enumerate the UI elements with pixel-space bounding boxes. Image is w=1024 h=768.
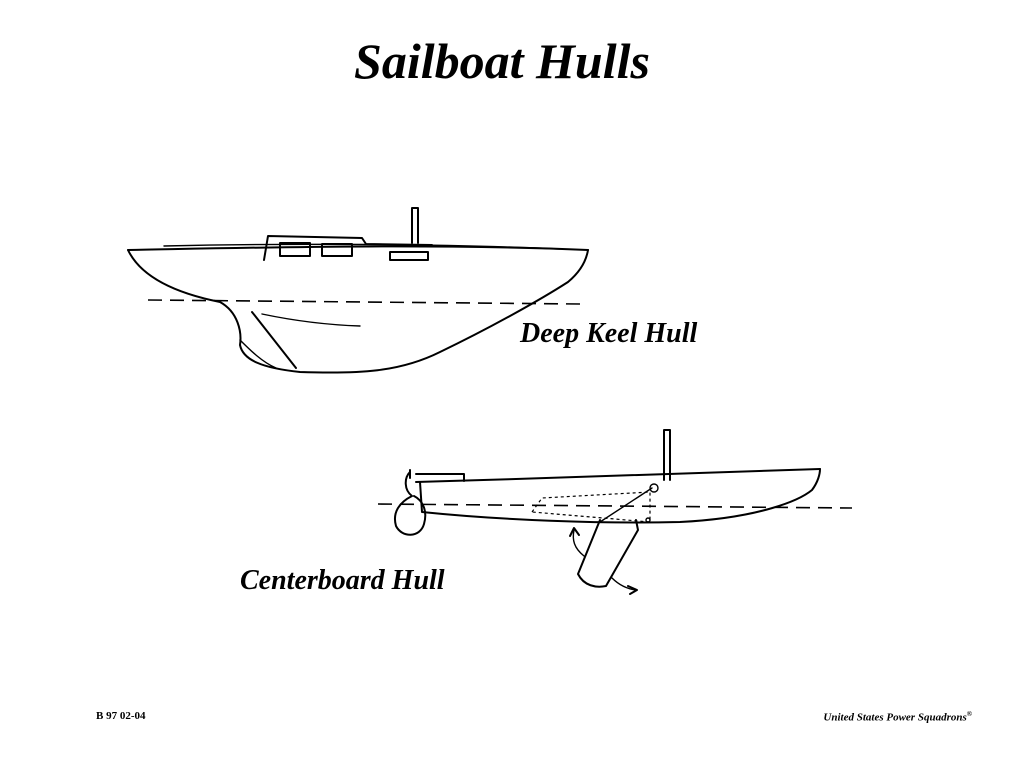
deep-keel-hull-drawing xyxy=(127,207,589,374)
raise-arrow xyxy=(572,529,585,557)
slide-title: Sailboat Hulls xyxy=(354,33,650,89)
deep-keel-rudder-edge xyxy=(251,311,297,369)
footer-code: B 97 02-04 xyxy=(96,710,146,722)
centerboard-arm xyxy=(599,487,653,523)
deep-keel-waterline xyxy=(147,299,581,305)
centerboard-rudder xyxy=(394,471,427,536)
deep-keel-rudder-curve xyxy=(239,339,277,369)
deep-keel-hull-outline xyxy=(127,249,589,374)
centerboard-deck xyxy=(415,468,821,483)
lower-arrowhead xyxy=(627,585,638,595)
deep-keel-mast xyxy=(411,207,419,244)
centerboard-trunk xyxy=(530,491,651,523)
deep-keel-boot-stripe xyxy=(261,313,361,327)
centerboard-label: Centerboard Hull xyxy=(240,565,445,596)
centerboard-plate xyxy=(577,519,639,588)
raise-arrowhead xyxy=(569,527,580,537)
cabin-window-1 xyxy=(279,242,311,257)
organization-name: United States Power Squadrons xyxy=(823,711,967,724)
deep-keel-sheer xyxy=(163,243,561,250)
centerboard-mast xyxy=(663,429,671,481)
centerboard-tiller xyxy=(415,473,465,482)
centerboard-pivot-lower xyxy=(645,517,651,523)
centerboard-hull-outline xyxy=(419,468,821,524)
deep-keel-label: Deep Keel Hull xyxy=(520,318,698,349)
cabin-window-3 xyxy=(389,251,429,261)
registered-mark: ® xyxy=(966,710,972,718)
centerboard-pivot xyxy=(649,483,659,493)
footer-organization: United States Power Squadrons® xyxy=(823,710,972,724)
centerboard-hull-drawing xyxy=(377,429,853,595)
centerboard-waterline xyxy=(377,503,853,509)
